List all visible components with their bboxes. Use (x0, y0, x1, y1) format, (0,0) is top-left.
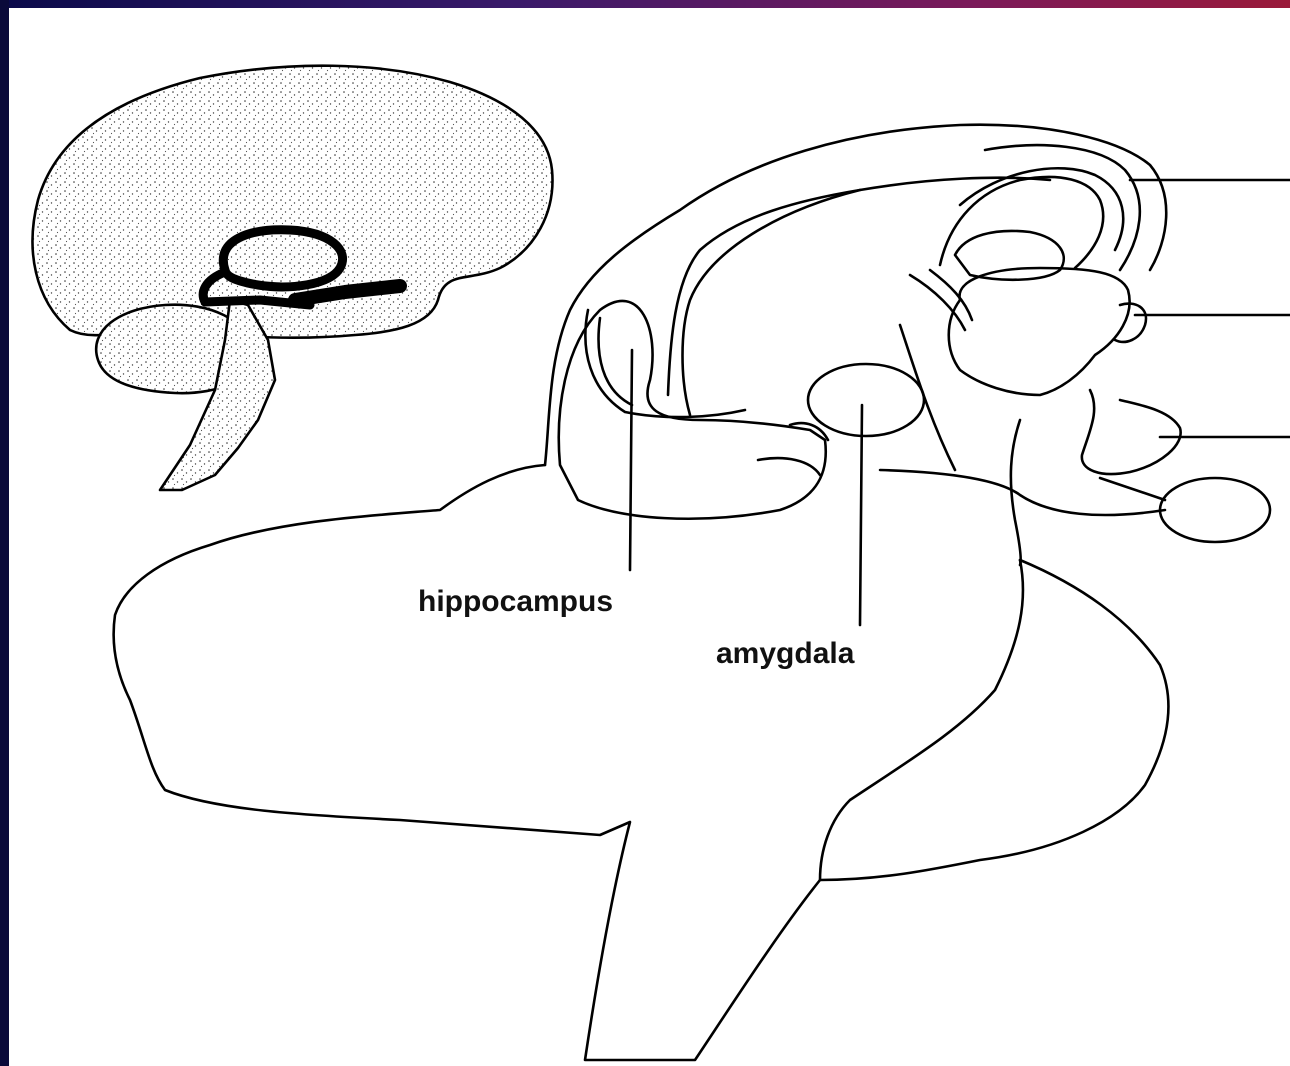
parahippocampal-contour (683, 178, 1051, 415)
inset-brain-overview (33, 66, 553, 490)
main-brain-outline (114, 465, 1169, 1060)
amygdala-label: amygdala (716, 637, 855, 670)
amygdala-shape (808, 364, 924, 436)
uncus-detail (758, 423, 828, 475)
limbic-structures (545, 125, 1270, 565)
cerebral-hemisphere-outline (114, 465, 1169, 1060)
brainstem-rear-contour (820, 560, 1023, 880)
hippocampus-leader-line (630, 350, 632, 570)
fornix-column (910, 270, 972, 330)
olfactory-tract (1082, 390, 1181, 474)
hippocampus-label: hippocampus (418, 585, 613, 618)
mammillary-region-outline (949, 268, 1130, 395)
pituitary-stalk (1100, 478, 1165, 500)
amygdala-leader-line (860, 405, 862, 625)
pituitary-shape (1160, 478, 1270, 542)
cingulate-inner-arc (668, 190, 860, 395)
hypothalamic-line (900, 325, 955, 470)
hippocampus-band (585, 310, 745, 417)
thalamus-outline (955, 231, 1064, 280)
olfactory-bulb-detail (1115, 304, 1146, 342)
fornix-upper-arc (940, 177, 1103, 268)
basal-forebrain-contour (880, 470, 1165, 515)
